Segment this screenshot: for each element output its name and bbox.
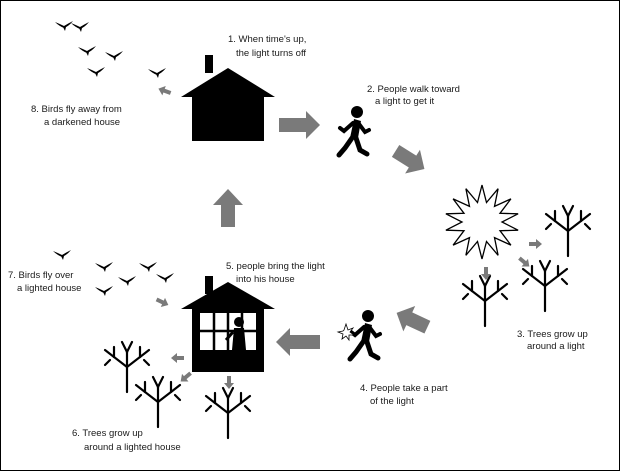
caption-step-3: 3. Trees grow up around a light [517,329,590,352]
tree-icon [521,259,569,313]
caption-step-6: 6. Trees grow up around a lighted house [72,428,181,453]
arrow-icon [391,145,425,174]
arrow-icon [481,267,491,280]
arrow-icon [155,297,169,307]
bird-icon [71,22,89,32]
arrow-icon [529,239,542,249]
bird-icon [78,46,96,56]
arrow-icon [180,371,192,382]
tree-icon [461,274,509,328]
person-carrying-light-icon [336,310,380,359]
caption-step-2: 2. People walk toward a light to get it [367,84,463,107]
bird-icon [139,262,157,272]
arrow-icon [213,189,243,227]
bird-icon [148,68,166,78]
house-window [200,313,256,350]
dark-house-icon [181,55,275,141]
bird-icon [118,276,136,286]
bird-icon [87,67,105,77]
tree-icon [204,386,252,440]
bird-icon [95,262,113,272]
caption-step-5: 5. people bring the light into his house [226,261,327,285]
bird-icon [105,51,123,61]
arrow-icon [171,353,184,363]
caption-step-8: 8. Birds fly away from a darkened house [31,104,124,128]
small-arrows [155,85,542,389]
arrow-icon [279,111,320,139]
tree-icon [103,340,151,394]
lighted-house-icon [181,276,275,372]
bird-icon [55,21,73,31]
caption-step-7: 7. Birds fly over a lighted house [8,270,81,294]
walking-person-icon [339,106,369,155]
arrow-icon [396,306,431,334]
arrow-icon [224,376,234,389]
caption-step-1: 1. When time's up, the light turns off [228,34,309,59]
bird-icon [95,286,113,296]
starburst-light-icon [445,184,519,260]
tree-icon [544,204,592,258]
bird-icon [156,273,174,283]
caption-step-4: 4. People take a part of the light [360,383,450,407]
bird-icon [53,250,71,260]
arrow-icon [276,328,320,356]
arrow-icon [158,85,172,96]
arrow-icon [518,256,530,267]
cycle-arrows [213,111,431,356]
tree-icon [134,375,182,429]
